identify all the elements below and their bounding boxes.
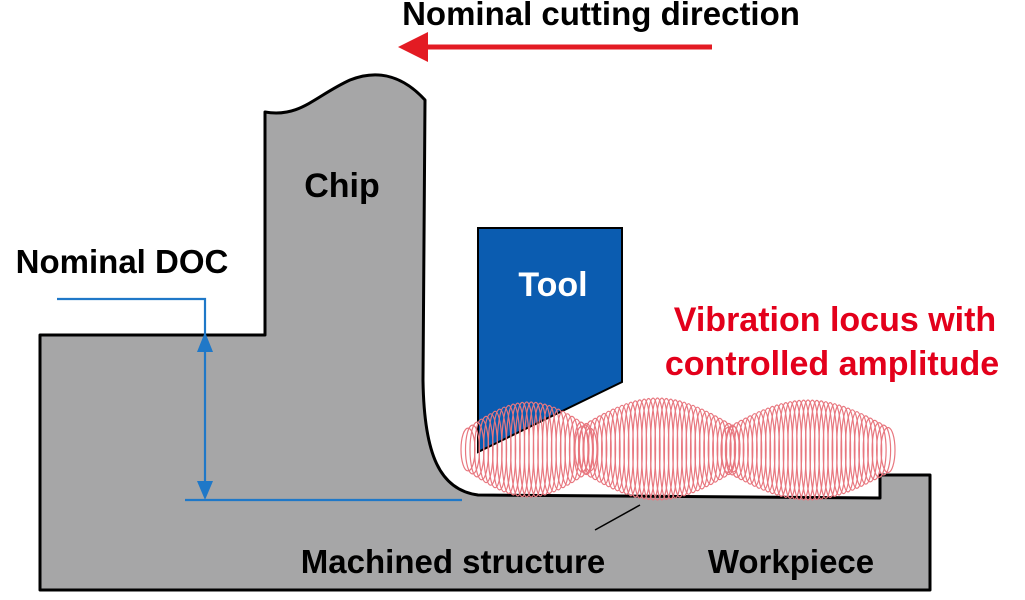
vibration-loop (583, 420, 599, 478)
vibration-loop (747, 413, 763, 487)
vibration-loop (880, 426, 896, 474)
vibration-loop (623, 401, 639, 497)
tool-label: Tool (518, 266, 587, 304)
workpiece-body (38, 73, 932, 592)
vibration-loop (636, 398, 652, 500)
vibration-loop (871, 422, 887, 478)
doc-arrowhead-up (197, 332, 213, 352)
vibration-loop (787, 400, 803, 500)
chip-label: Chip (304, 167, 380, 205)
vibration-loop (680, 403, 697, 495)
vibration-loop (827, 403, 843, 497)
vibration-loop (689, 406, 706, 492)
doc-top-leader (57, 297, 207, 340)
vibration-loop (645, 397, 661, 501)
vibration-loop (712, 417, 728, 481)
vibration-loop (729, 422, 745, 478)
direction-arrowhead (398, 32, 428, 62)
vibration-loop (672, 400, 688, 498)
workpiece-label: Workpiece (708, 543, 874, 580)
vibration-loop (835, 405, 852, 495)
vibration-loop (867, 419, 883, 481)
machined-structure-leader (594, 504, 641, 531)
vibration-loop (818, 401, 834, 499)
vibration-loop (667, 399, 683, 499)
vibration-locus (460, 397, 896, 501)
vibration-loop (618, 403, 635, 495)
vibration-loop (460, 427, 476, 472)
vibration-loop (703, 412, 719, 486)
doc-arrowhead-down (197, 481, 213, 500)
vibration-loop (592, 415, 608, 483)
vibration-label-line2: controlled amplitude (665, 345, 999, 383)
vibration-loop (605, 408, 621, 490)
vibration-loop (694, 408, 710, 490)
vibration-loop (663, 398, 679, 500)
vibration-loop (831, 404, 847, 496)
nominal-doc-label: Nominal DOC (16, 243, 229, 280)
vibration-loop (795, 399, 812, 501)
vibration-loop (698, 410, 715, 488)
doc-dimension (57, 297, 462, 502)
vibration-loop (755, 409, 772, 491)
vibration-loop (875, 424, 892, 476)
vibration-loop (627, 400, 643, 498)
machined-structure-label: Machined structure (301, 543, 605, 580)
vibration-loop (640, 397, 657, 501)
vibration-loop (658, 397, 675, 501)
direction-label: Nominal cutting direction (402, 0, 800, 32)
vibration-loop (574, 425, 590, 473)
vibration-loop (800, 399, 816, 501)
vibration-loop (716, 420, 732, 478)
vibration-loop (738, 417, 754, 483)
vibration-loop (858, 415, 874, 485)
vibration-loop (614, 404, 630, 494)
vibration-label-line1: Vibration locus with (674, 301, 996, 339)
vibration-loop (849, 411, 865, 489)
vibration-loop (840, 407, 856, 493)
vibration-loop (809, 399, 825, 501)
vibration-loop (587, 417, 603, 481)
vibration-loop (720, 426, 736, 474)
vibration-loop (778, 402, 794, 499)
vibration-loop (760, 407, 776, 493)
vibration-loop (769, 404, 785, 496)
tool-body (477, 227, 623, 454)
vibration-loop (596, 412, 612, 486)
vibration-loop (751, 411, 767, 489)
vibration-loop (791, 399, 807, 501)
vibration-loop (649, 397, 666, 501)
